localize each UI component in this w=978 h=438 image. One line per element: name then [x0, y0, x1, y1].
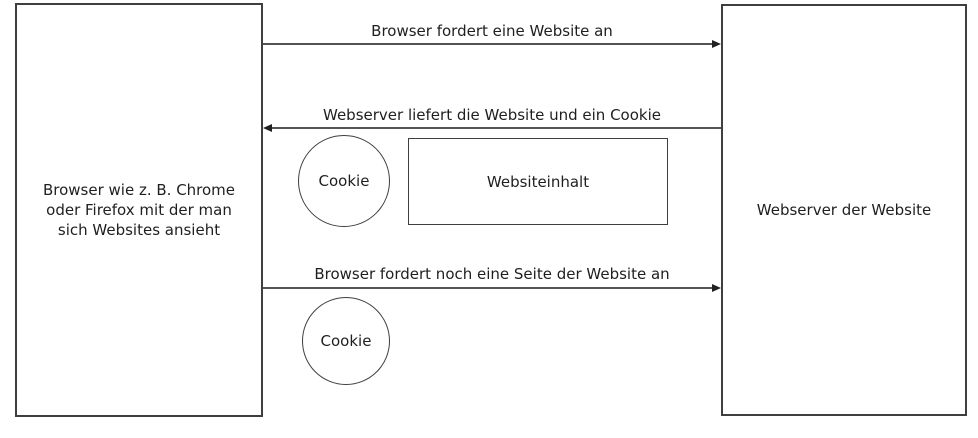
arrowhead-left-icon: [263, 123, 272, 132]
websiteinhalt-label: Websiteinhalt: [486, 172, 590, 191]
message-request-another-page-line: [263, 287, 713, 289]
arrowhead-right-icon: [712, 39, 721, 48]
actor-browser-box: Browser wie z. B. Chrome oder Firefox mi…: [15, 3, 263, 417]
message-request-another-page-label: Browser fordert noch eine Seite der Webs…: [314, 265, 670, 283]
message-request-website-label: Browser fordert eine Website an: [371, 22, 613, 40]
message-request-website-line: [263, 43, 713, 45]
cookie-object-first: Cookie: [298, 135, 390, 227]
actor-browser-label: Browser wie z. B. Chrome oder Firefox mi…: [42, 181, 236, 239]
cookie-first-label: Cookie: [318, 172, 370, 190]
cookie-second-label: Cookie: [320, 332, 372, 350]
arrowhead-right-icon: [712, 283, 721, 292]
cookie-object-second: Cookie: [302, 297, 390, 385]
actor-webserver-label: Webserver der Website: [756, 201, 932, 219]
actor-webserver-box: Webserver der Website: [721, 4, 967, 416]
websiteinhalt-object: Websiteinhalt: [408, 138, 668, 225]
message-deliver-website-line: [271, 127, 721, 129]
message-deliver-website-label: Webserver liefert die Website und ein Co…: [323, 106, 661, 124]
